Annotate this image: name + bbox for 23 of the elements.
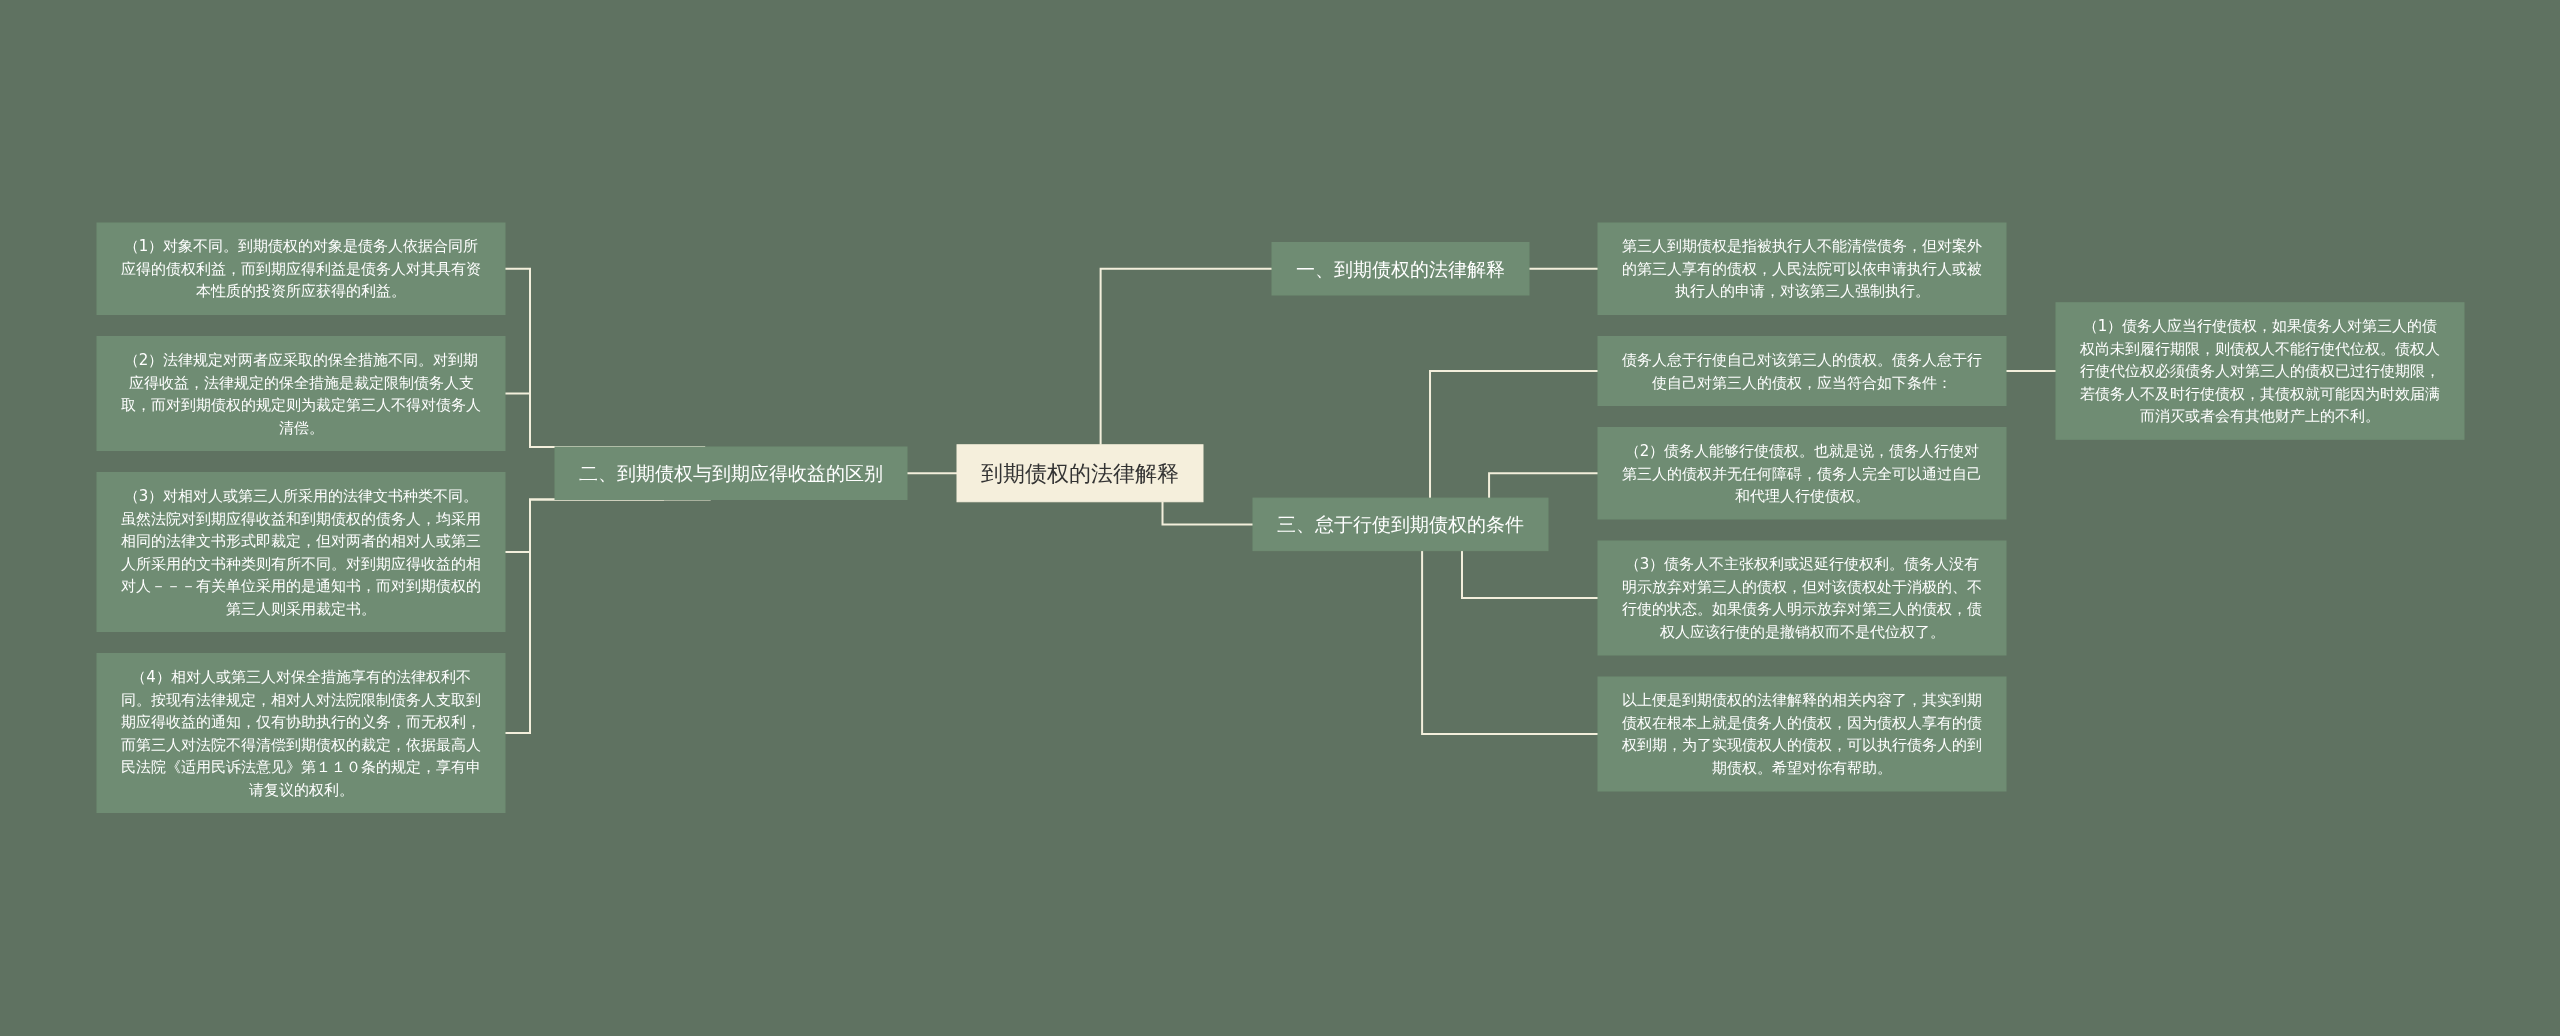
node-box: 第三人到期债权是指被执行人不能清偿债务，但对案外的第三人享有的债权，人民法院可以依申请执行人或被执行人的申请，对该第三人强制执行。 [1597,222,2006,316]
connector [1099,268,1273,446]
connector [2004,370,2057,373]
node-box: 三、怠于行使到期债权的条件 [1252,497,1548,552]
connector [905,472,958,475]
node-box: （2）债务人能够行使债权。也就是说，债务人行使对第三人的债权并无任何障碍，债务人完全可以通过自己和代理人行使债权。 [1597,427,2006,520]
node-box: 二、到期债权与到期应得收益的区别 [554,446,907,501]
node-box: 一、到期债权的法律解释 [1271,242,1529,296]
connector [1527,268,1599,270]
node-box: （3）债务人不主张权利或迟延行使权利。债务人没有明示放弃对第三人的债权，但对该债权处于消极的、不行使的状态。如果债务人明示放弃对第三人的债权，债权人应该行使的是撤销权而不是代位权了。 [1597,540,2006,656]
node-box: 以上便是到期债权的法律解释的相关内容了，其实到期债权在根本上就是债务人的债权，因为债权人享有的债权到期，为了实现债权人的债权，可以执行债务人的到期债权。希望对你有帮助。 [1597,676,2006,792]
node-box: （1）对象不同。到期债权的对象是债务人依据合同所应得的债权利益，而到期应得利益是债务人对其具有资本性质的投资所应获得的利益。 [96,222,505,316]
connector [1460,549,1599,600]
node-box: （2）法律规定对两者应采取的保全措施不同。对到期应得收益，法律规定的保全措施是裁定限制债务人支取，而对到期债权的规定则为裁定第三人不得对债务人清偿。 [96,336,505,452]
node-box: （1）债务人应当行使债权，如果债务人对第三人的债权尚未到履行期限，则债权人不能行使代位权。债权人行使代位权必须债务人对第三人的债权已过行使期限，若债务人不及时行使债权，其债权就可能因为时效届满而消灭或者会有其他财产上的不利。 [2055,302,2464,440]
connector [1428,370,1599,500]
node-box: （4）相对人或第三人对保全措施享有的法律权利不同。按现有法律规定，相对人对法院限制债务人支取到期应得收益的通知，仅有协助执行的义务，而无权利，而第三人对法院不得清偿到期债权的裁定，依据最高人民法院《适用民诉法意见》第１１０条的规定，享有申请复议的权利。 [96,653,505,814]
connector [1161,501,1254,526]
node-box: （3）对相对人或第三人所采用的法律文书种类不同。虽然法院对到期应得收益和到期债权的债务人，均采用相同的法律文书形式即裁定，但对两者的相对人或第三人所采用的文书种类则有所不同。对到期应得收益的相对人－－－有关单位采用的是通知书，而对到期债权的第三人则采用裁定书。 [96,472,505,633]
connector [1487,472,1599,500]
node-box: 债务人怠于行使自己对该第三人的债权。债务人怠于行使自己对第三人的债权，应当符合如下条件： [1597,336,2006,407]
node-box: 到期债权的法律解释 [956,444,1203,503]
connector [1420,549,1599,736]
